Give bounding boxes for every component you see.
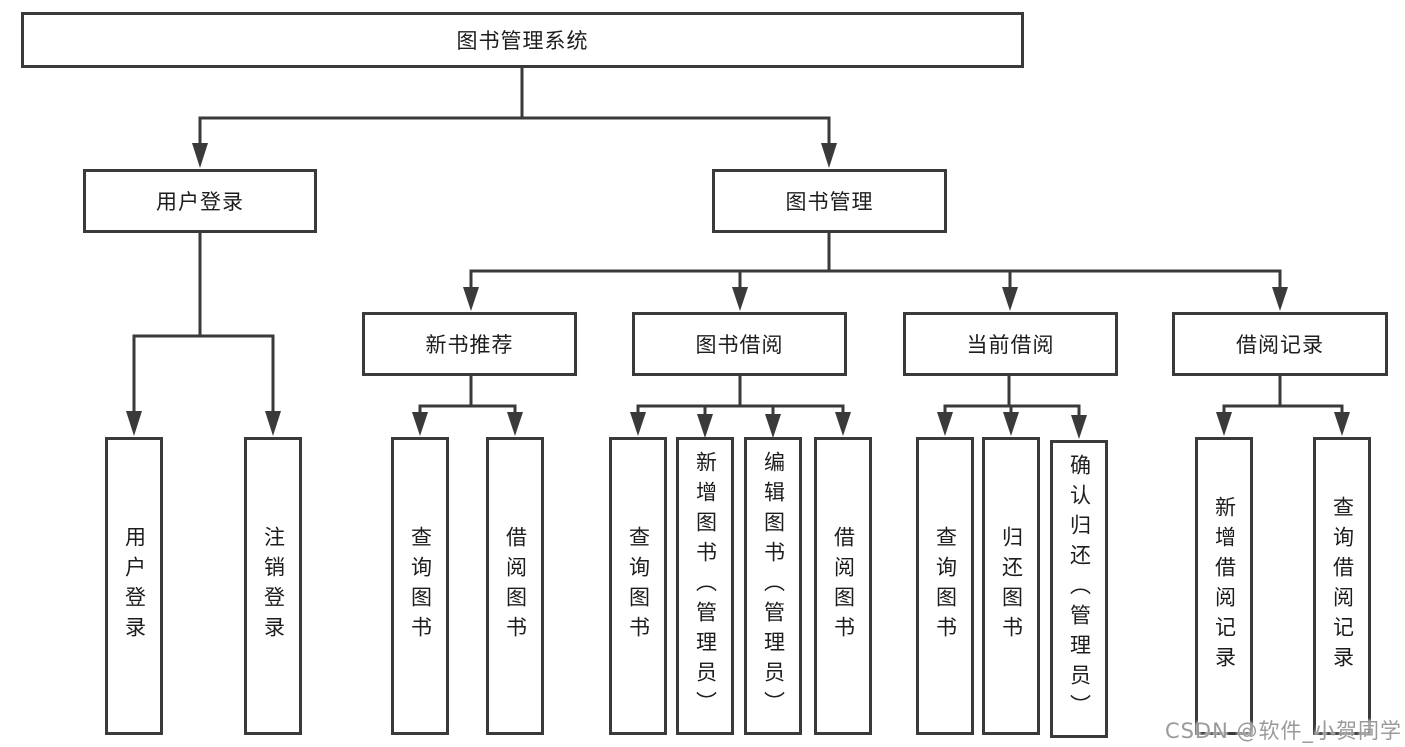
leaf-query-books-borrow: 查询图书 xyxy=(609,437,667,735)
leaf-query-books-current-label: 查询图书 xyxy=(933,526,958,646)
node-user-login: 用户登录 xyxy=(83,169,317,233)
leaf-confirm-return-admin: 确认归还（管理员） xyxy=(1050,440,1108,738)
node-book-borrow: 图书借阅 xyxy=(632,312,847,376)
leaf-return-books: 归还图书 xyxy=(982,437,1040,735)
node-book-management-label: 图书管理 xyxy=(785,190,874,214)
leaf-query-books-recommend-label: 查询图书 xyxy=(408,526,433,646)
node-new-book-recommend-label: 新书推荐 xyxy=(425,333,514,357)
leaf-query-borrow-record-label: 查询借阅记录 xyxy=(1330,496,1355,676)
leaf-return-books-label: 归还图书 xyxy=(999,526,1024,646)
leaf-borrow-books: 借阅图书 xyxy=(814,437,872,735)
leaf-add-book-admin: 新增图书（管理员） xyxy=(676,437,734,735)
leaf-add-book-admin-label: 新增图书（管理员） xyxy=(693,451,718,721)
leaf-query-books-current: 查询图书 xyxy=(916,437,974,735)
node-current-borrow-label: 当前借阅 xyxy=(966,333,1055,357)
leaf-edit-book-admin: 编辑图书（管理员） xyxy=(744,437,802,735)
leaf-add-borrow-record: 新增借阅记录 xyxy=(1195,437,1253,735)
leaf-borrow-books-recommend-label: 借阅图书 xyxy=(503,526,528,646)
leaf-query-books-borrow-label: 查询图书 xyxy=(626,526,651,646)
node-borrow-records: 借阅记录 xyxy=(1172,312,1388,376)
leaf-confirm-return-admin-label: 确认归还（管理员） xyxy=(1067,454,1092,724)
node-book-management: 图书管理 xyxy=(712,169,947,233)
leaf-query-borrow-record: 查询借阅记录 xyxy=(1313,437,1371,735)
node-library-system: 图书管理系统 xyxy=(21,12,1024,68)
csdn-watermark: CSDN @软件_小贺同学 xyxy=(1164,719,1402,743)
node-borrow-records-label: 借阅记录 xyxy=(1236,333,1324,357)
node-new-book-recommend: 新书推荐 xyxy=(362,312,577,376)
leaf-edit-book-admin-label: 编辑图书（管理员） xyxy=(761,451,786,721)
leaf-logout-label: 注销登录 xyxy=(261,526,286,646)
node-user-login-label: 用户登录 xyxy=(156,190,244,214)
node-book-borrow-label: 图书借阅 xyxy=(695,333,784,357)
leaf-logout: 注销登录 xyxy=(244,437,302,735)
leaf-add-borrow-record-label: 新增借阅记录 xyxy=(1212,496,1237,676)
node-library-system-label: 图书管理系统 xyxy=(456,29,589,53)
leaf-borrow-books-label: 借阅图书 xyxy=(831,526,856,646)
leaf-user-login-label: 用户登录 xyxy=(122,526,147,646)
leaf-user-login: 用户登录 xyxy=(105,437,163,735)
node-current-borrow: 当前借阅 xyxy=(903,312,1118,376)
leaf-borrow-books-recommend: 借阅图书 xyxy=(486,437,544,735)
leaf-query-books-recommend: 查询图书 xyxy=(391,437,449,735)
